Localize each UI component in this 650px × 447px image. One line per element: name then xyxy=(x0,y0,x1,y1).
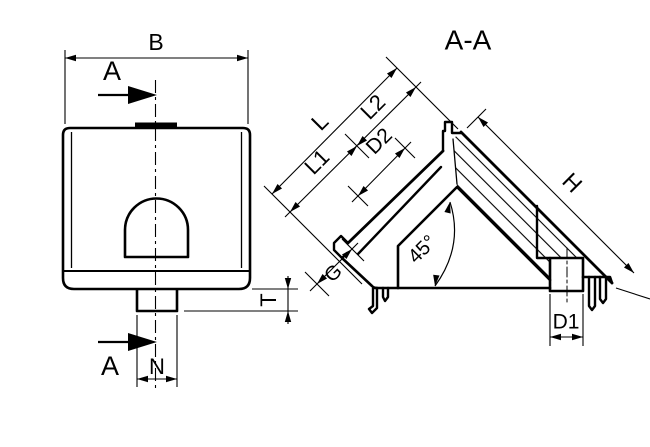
section-left-foot-claws xyxy=(367,286,390,315)
dim-label-angle: 45° xyxy=(404,231,441,268)
arrow xyxy=(405,87,416,98)
section-boss-lines xyxy=(535,204,552,260)
ext-h-lower xyxy=(615,287,650,300)
dim-label-b: B xyxy=(148,29,163,55)
body-edge-lines xyxy=(70,132,243,268)
b-dimension-lines xyxy=(64,50,249,124)
section-title: A-A xyxy=(445,24,492,55)
dim-label-d1: D1 xyxy=(553,311,580,334)
section-left-underside xyxy=(340,256,379,290)
arrow xyxy=(166,375,177,383)
section-d1-tab xyxy=(548,256,585,293)
section-view xyxy=(332,120,614,315)
arrow xyxy=(272,183,283,194)
section-right-foot-claws xyxy=(587,275,608,312)
arrow xyxy=(358,185,369,196)
section-left-leg-inner xyxy=(356,165,443,256)
arrow xyxy=(284,311,292,322)
t-dimension-lines xyxy=(184,276,298,324)
arrow xyxy=(357,135,368,146)
section-cut-lines xyxy=(98,93,129,344)
front-view-dimensions xyxy=(64,50,298,387)
dim-label-l: L xyxy=(306,108,334,136)
arrow xyxy=(444,202,451,214)
arrow xyxy=(237,54,248,62)
arrow xyxy=(284,278,292,289)
dim-label-d2: D2 xyxy=(362,124,397,159)
arrow xyxy=(65,54,76,62)
arrow xyxy=(346,146,357,157)
section-miter-edge xyxy=(452,138,458,185)
section-inner-chevron xyxy=(396,185,552,290)
section-apex-tab xyxy=(441,120,463,153)
dim-line-l xyxy=(271,67,398,195)
top-tab xyxy=(135,122,177,129)
arrow xyxy=(394,148,405,159)
arrow xyxy=(550,333,561,341)
section-hypotenuse xyxy=(459,130,614,285)
dim-label-l2: L2 xyxy=(355,89,390,124)
section-label-a-bottom: A xyxy=(101,351,119,381)
body-outline xyxy=(61,126,252,291)
arrow xyxy=(341,249,352,260)
ext-lower-left xyxy=(263,185,363,285)
section-label-a-top: A xyxy=(103,56,121,86)
front-view-labels: B A A T N xyxy=(101,29,281,381)
arrow xyxy=(386,68,397,79)
arrow xyxy=(317,273,328,284)
dome-slot xyxy=(123,197,190,259)
dim-label-t: T xyxy=(256,293,281,306)
ext-apex-upleft xyxy=(385,56,459,130)
ext-apex-upright xyxy=(466,108,487,129)
section-arrow-bottom-icon xyxy=(128,333,157,351)
dim-label-h: H xyxy=(557,168,587,198)
section-view-dimensions xyxy=(263,56,650,346)
bottom-tab xyxy=(135,289,179,313)
section-left-leg-outer xyxy=(346,149,445,245)
dim-label-l1: L1 xyxy=(299,144,334,179)
arrow xyxy=(433,274,440,286)
dim-label-n: N xyxy=(149,354,165,379)
front-view-arrows xyxy=(65,54,292,383)
section-view-arrows xyxy=(272,68,634,341)
section-arrow-top-icon xyxy=(128,86,157,104)
dim-line-h xyxy=(477,116,635,274)
arrow xyxy=(478,117,489,128)
arrow xyxy=(572,333,583,341)
arrow xyxy=(137,375,148,383)
arrow xyxy=(623,262,634,273)
angle-arc xyxy=(434,201,456,287)
front-view xyxy=(61,80,252,392)
arrow xyxy=(290,201,301,212)
